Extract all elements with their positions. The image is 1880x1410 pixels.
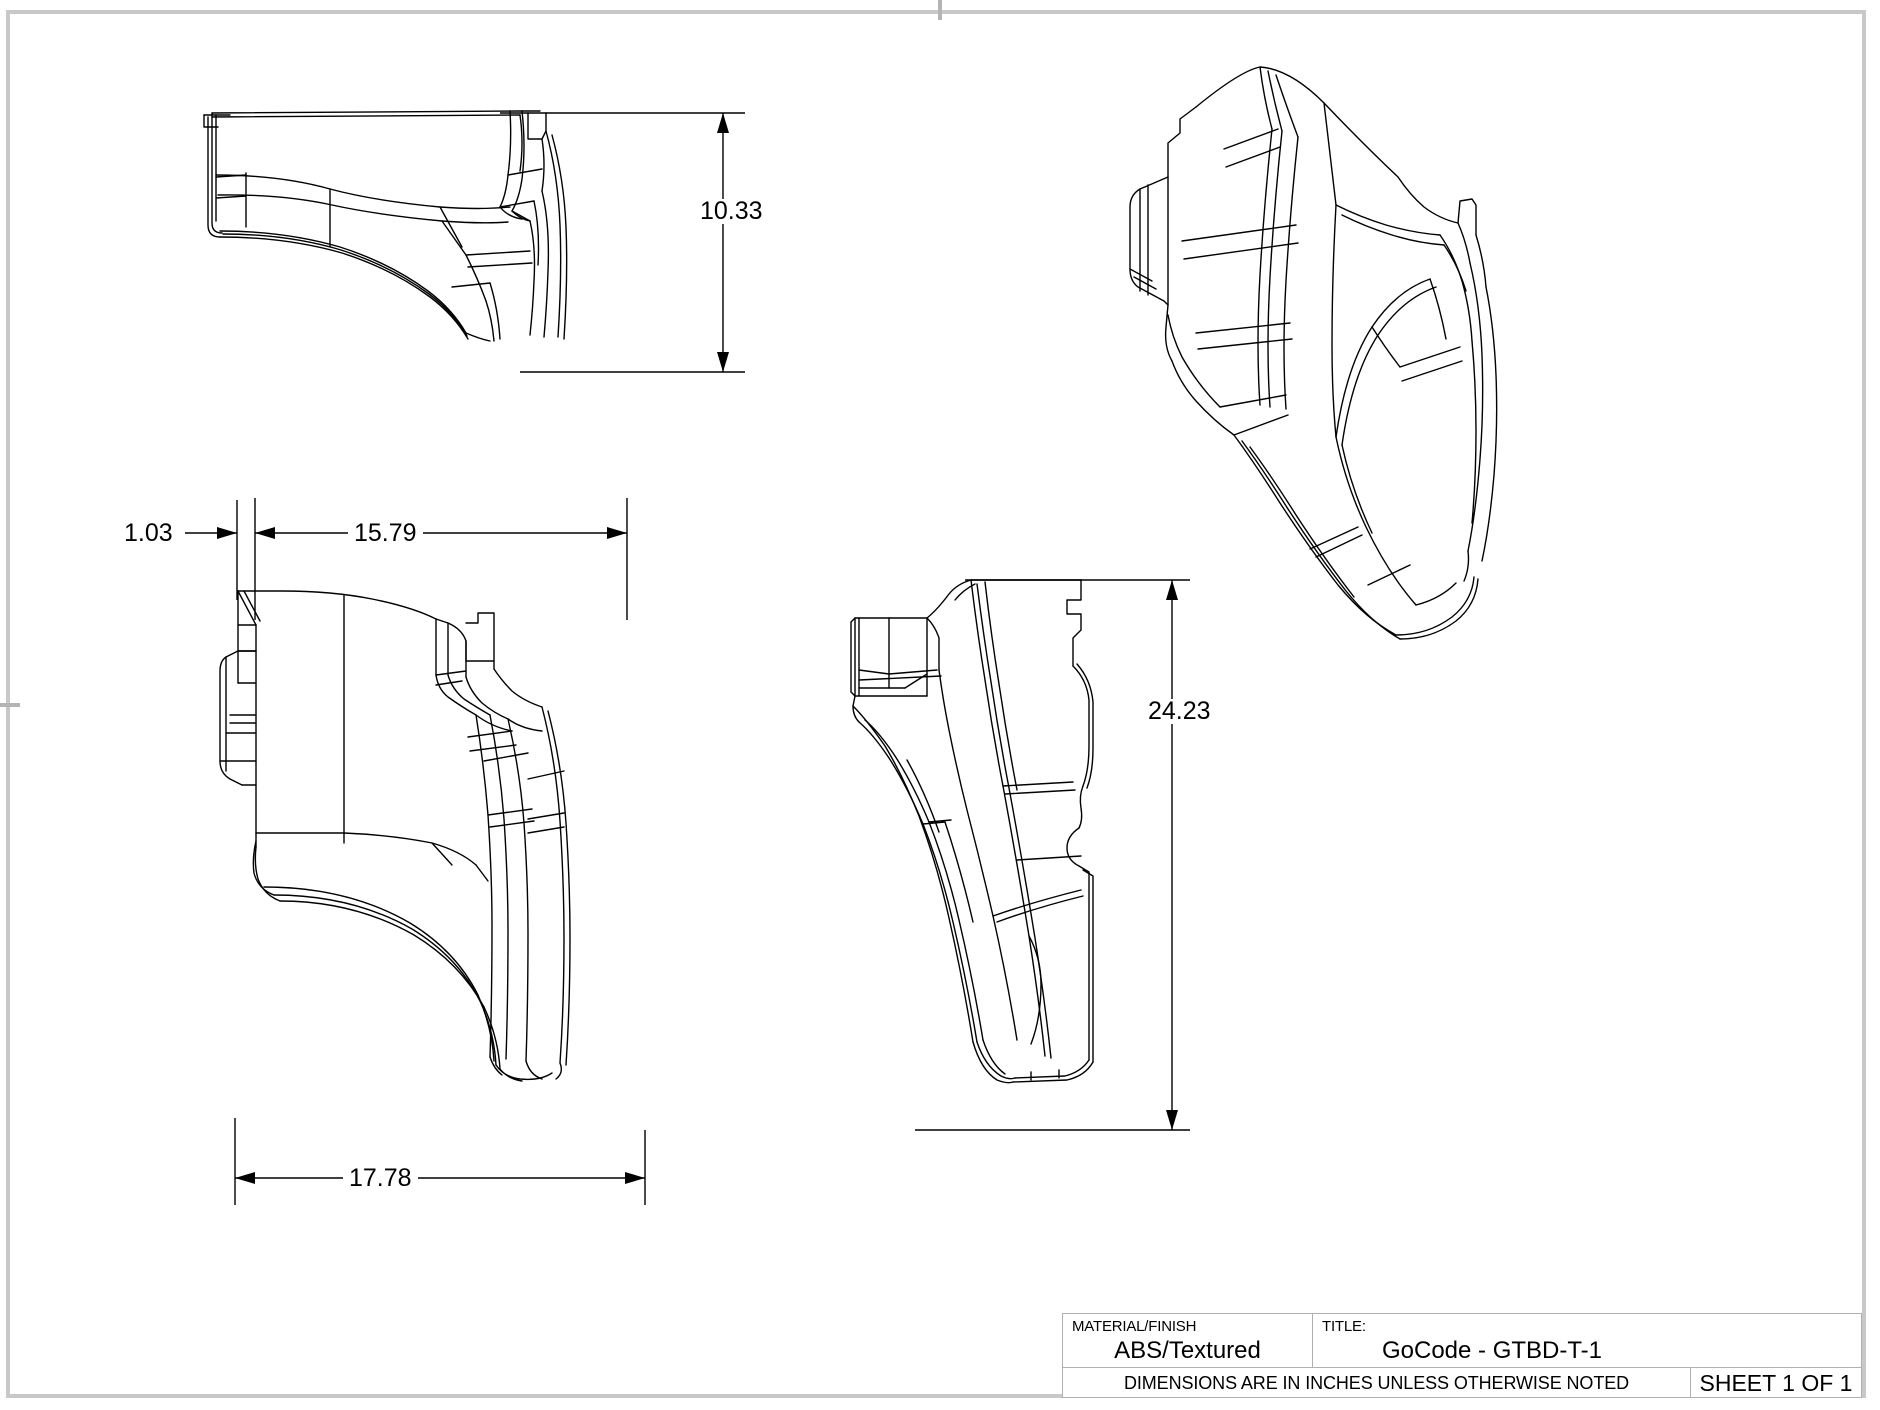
title-block-row-1: MATERIAL/FINISH ABS/Textured TITLE: GoCo… bbox=[1063, 1314, 1861, 1368]
title-cell: TITLE: GoCode - GTBD-T-1 bbox=[1313, 1314, 1861, 1367]
units-note: DIMENSIONS ARE IN INCHES UNLESS OTHERWIS… bbox=[1063, 1368, 1691, 1398]
dimension-label-width-inner: 15.79 bbox=[348, 521, 423, 546]
front-view-geometry bbox=[219, 590, 571, 1082]
title-block-row-2: DIMENSIONS ARE IN INCHES UNLESS OTHERWIS… bbox=[1063, 1368, 1861, 1398]
isometric-view-geometry bbox=[1129, 66, 1498, 640]
material-finish-value: ABS/Textured bbox=[1114, 1337, 1261, 1364]
dimension-label-offset-left: 1.03 bbox=[118, 521, 179, 546]
center-mark-top-icon bbox=[938, 0, 942, 20]
material-finish-cell: MATERIAL/FINISH ABS/Textured bbox=[1063, 1314, 1313, 1367]
sheet-number: SHEET 1 OF 1 bbox=[1699, 1369, 1853, 1396]
dimension-label-height-top-view: 10.33 bbox=[694, 199, 769, 224]
side-view[interactable] bbox=[845, 570, 1115, 1090]
dimension-label-width-overall: 17.78 bbox=[343, 1166, 418, 1191]
dimension-label-height-side-view: 24.23 bbox=[1142, 699, 1217, 724]
material-finish-label: MATERIAL/FINISH bbox=[1072, 1318, 1197, 1335]
title-block: MATERIAL/FINISH ABS/Textured TITLE: GoCo… bbox=[1062, 1313, 1862, 1398]
title-value: GoCode - GTBD-T-1 bbox=[1381, 1337, 1603, 1364]
front-view[interactable] bbox=[212, 565, 592, 1085]
center-mark-left-icon bbox=[0, 703, 20, 707]
isometric-view[interactable] bbox=[1110, 65, 1530, 645]
title-label: TITLE: bbox=[1322, 1318, 1366, 1335]
top-view-geometry bbox=[203, 110, 568, 342]
side-view-geometry bbox=[850, 579, 1094, 1084]
top-view[interactable] bbox=[190, 95, 610, 345]
